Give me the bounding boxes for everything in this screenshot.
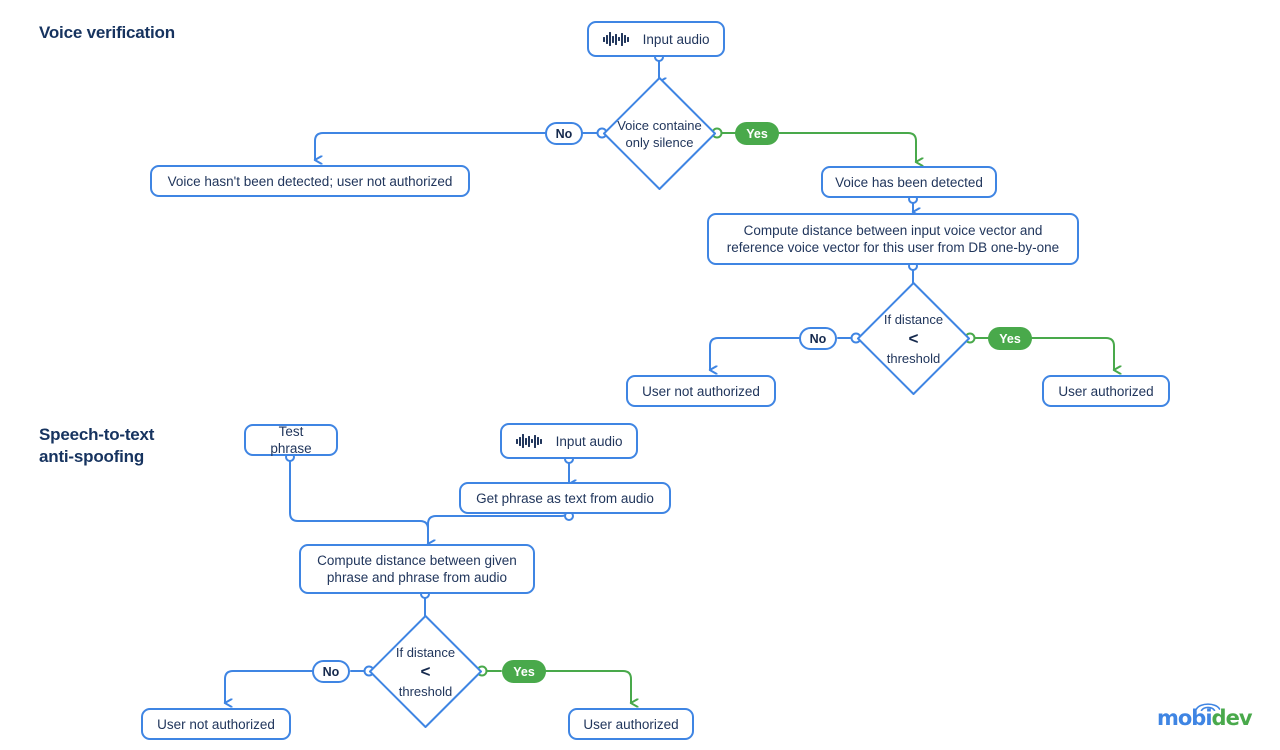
node-label: Get phrase as text from audio <box>476 490 654 506</box>
node-voice-detected[interactable]: Voice has been detected <box>821 166 997 198</box>
node-voice-not-detected[interactable]: Voice hasn't been detected; user not aut… <box>150 165 470 197</box>
node-user-not-authorized-speech[interactable]: User not authorized <box>141 708 291 740</box>
pill-label: Yes <box>513 664 535 679</box>
diamond-shape <box>857 282 970 395</box>
pill-label: No <box>809 331 827 346</box>
node-label: Compute distance between input voice vec… <box>726 223 1060 255</box>
node-label: Input audio <box>642 31 710 47</box>
pill-label: No <box>322 664 340 679</box>
node-label: Input audio <box>555 433 623 449</box>
edge-yes-to-detected <box>778 132 916 162</box>
node-user-not-authorized-voice[interactable]: User not authorized <box>626 375 776 407</box>
node-label: Voice hasn't been detected; user not aut… <box>167 173 453 189</box>
edge-no-to-not-authorized-2 <box>225 670 313 703</box>
edge-no-to-not-authorized <box>710 337 800 370</box>
logo-part-mobi: mobi <box>1157 706 1213 730</box>
node-label: User not authorized <box>642 383 760 399</box>
signal-arc-icon <box>1195 703 1221 711</box>
decision-phrase-distance-threshold[interactable]: If distance < threshold <box>367 613 484 730</box>
branch-label-no-voice-distance[interactable]: No <box>799 327 837 350</box>
edge-yes-to-authorized-2 <box>545 670 631 703</box>
branch-label-yes-phrase-distance[interactable]: Yes <box>502 660 546 683</box>
diamond-shape <box>369 615 482 728</box>
audio-waveform-icon <box>603 32 629 47</box>
pill-label: Yes <box>746 126 768 141</box>
node-user-authorized-speech[interactable]: User authorized <box>568 708 694 740</box>
section-title-speech-to-text: Speech-to-text anti-spoofing <box>39 425 155 466</box>
node-label: Compute distance between given phrase an… <box>317 553 517 585</box>
edge-yes-to-authorized <box>1031 337 1114 370</box>
branch-label-no-silence[interactable]: No <box>545 122 583 145</box>
section-title-voice-verification: Voice verification <box>39 23 175 42</box>
node-compute-phrase-distance[interactable]: Compute distance between given phrase an… <box>299 544 535 594</box>
mobidev-logo: mobidev <box>1157 701 1253 731</box>
diamond-shape <box>603 77 716 190</box>
node-label: User not authorized <box>157 716 275 732</box>
logo-part-dev: dev <box>1211 706 1253 730</box>
node-get-phrase-as-text[interactable]: Get phrase as text from audio <box>459 482 671 514</box>
node-label: User authorized <box>1058 383 1154 399</box>
pill-label: No <box>555 126 573 141</box>
edge-no-to-not-detected <box>315 132 546 160</box>
node-label: User authorized <box>583 716 679 732</box>
node-label: Test phrase <box>270 424 312 456</box>
node-user-authorized-voice[interactable]: User authorized <box>1042 375 1170 407</box>
logo-wordmark: mobidev <box>1157 706 1253 730</box>
pill-label: Yes <box>999 331 1021 346</box>
node-compute-voice-distance[interactable]: Compute distance between input voice vec… <box>707 213 1079 265</box>
node-label: Voice has been detected <box>835 174 983 190</box>
decision-voice-contains-silence[interactable]: Voice containe only silence <box>601 75 718 192</box>
branch-label-no-phrase-distance[interactable]: No <box>312 660 350 683</box>
audio-waveform-icon <box>516 434 542 449</box>
node-input-audio-speech[interactable]: Input audio <box>500 423 638 459</box>
edge-testphrase-to-compute <box>289 456 428 544</box>
node-test-phrase[interactable]: Test phrase <box>244 424 338 456</box>
branch-label-yes-silence[interactable]: Yes <box>735 122 779 145</box>
node-input-audio-voice[interactable]: Input audio <box>587 21 725 57</box>
decision-voice-distance-threshold[interactable]: If distance < threshold <box>855 280 972 397</box>
branch-label-yes-voice-distance[interactable]: Yes <box>988 327 1032 350</box>
